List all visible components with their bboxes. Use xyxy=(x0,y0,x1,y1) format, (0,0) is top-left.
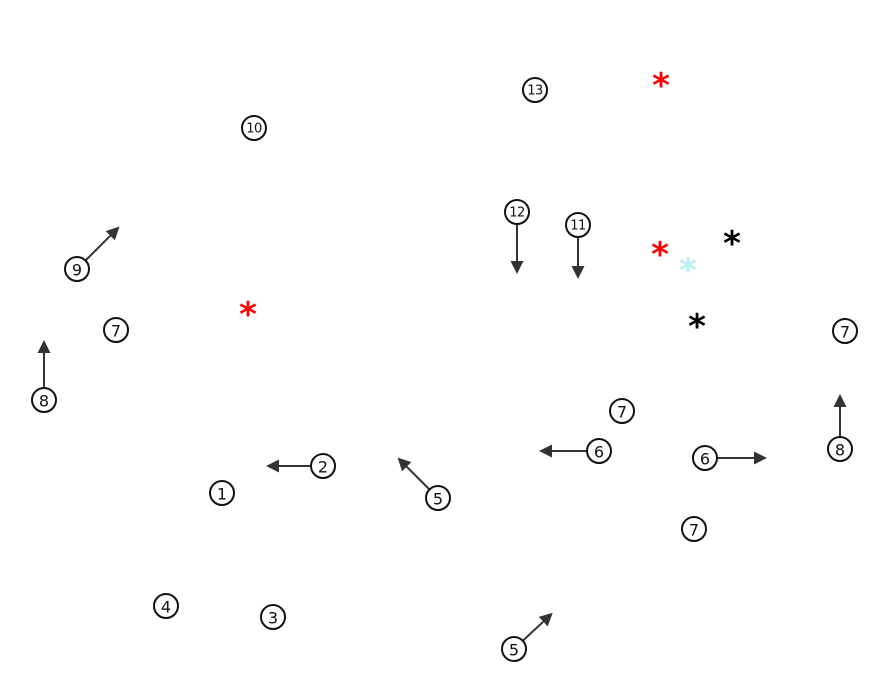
marker-m5b: 5 xyxy=(501,612,553,662)
marker-m13: 13 xyxy=(522,77,548,103)
marker-label: 8 xyxy=(39,392,49,411)
marker-label: 13 xyxy=(527,84,543,99)
arrow-head xyxy=(266,459,279,473)
marker-circle xyxy=(425,485,451,511)
marker-label: 6 xyxy=(700,450,710,469)
arrow-head xyxy=(37,340,51,353)
marker-label: 5 xyxy=(509,641,519,660)
arrow-head xyxy=(754,451,767,465)
marker-m10: 10 xyxy=(241,115,267,141)
marker-m7d: 7 xyxy=(681,516,707,542)
marker-label: 1 xyxy=(217,485,227,504)
marker-label: 2 xyxy=(318,458,328,477)
marker-m11: 11 xyxy=(565,212,591,279)
marker-m8b: 8 xyxy=(827,394,853,462)
marker-label: 9 xyxy=(72,261,82,280)
star-s1: * xyxy=(652,66,670,106)
arrow-head xyxy=(833,394,847,407)
star-s6: * xyxy=(679,251,697,291)
star-s4: * xyxy=(723,224,741,264)
marker-m2: 2 xyxy=(266,453,336,479)
star-s5: * xyxy=(688,307,706,347)
marker-circle xyxy=(504,199,530,225)
arrow-head xyxy=(571,266,585,279)
marker-label: 7 xyxy=(689,521,699,540)
marker-circle xyxy=(501,636,527,662)
arrow-head xyxy=(510,261,524,274)
marker-label: 11 xyxy=(570,219,586,234)
marker-circle xyxy=(103,317,129,343)
arrow-head xyxy=(539,444,552,458)
marker-m9: 9 xyxy=(64,226,120,282)
marker-circle xyxy=(681,516,707,542)
marker-circle xyxy=(609,398,635,424)
star-s3: * xyxy=(239,295,257,335)
arrow-line xyxy=(522,620,544,642)
arrow-head xyxy=(538,612,553,627)
arrow-head xyxy=(105,226,120,241)
marker-m7a: 7 xyxy=(103,317,129,343)
marker-circle xyxy=(153,593,179,619)
marker-label: 12 xyxy=(509,206,525,221)
marker-circle xyxy=(31,387,57,413)
marker-m1: 1 xyxy=(209,480,235,506)
marker-circle xyxy=(310,453,336,479)
marker-label: 5 xyxy=(433,490,443,509)
marker-label: 7 xyxy=(111,322,121,341)
marker-circle xyxy=(827,436,853,462)
marker-label: 4 xyxy=(161,598,171,617)
marker-circle xyxy=(209,480,235,506)
marker-m7c: 7 xyxy=(609,398,635,424)
marker-circle xyxy=(832,318,858,344)
marker-circle xyxy=(260,604,286,630)
marker-circle xyxy=(692,445,718,471)
marker-label: 6 xyxy=(594,443,604,462)
marker-circle xyxy=(565,212,591,238)
marker-circle xyxy=(241,115,267,141)
marker-m8a: 8 xyxy=(31,340,57,413)
arrow-head xyxy=(397,457,412,472)
marker-circle xyxy=(522,77,548,103)
marker-m5a: 5 xyxy=(397,457,451,511)
marker-m12: 12 xyxy=(504,199,530,274)
marker-m7b: 7 xyxy=(832,318,858,344)
arrow-line xyxy=(84,235,111,262)
marker-m4: 4 xyxy=(153,593,179,619)
star-s2: * xyxy=(651,235,669,275)
marker-label: 3 xyxy=(268,609,278,628)
marker-m6b: 6 xyxy=(692,445,767,471)
marker-m6a: 6 xyxy=(539,438,612,464)
marker-label: 8 xyxy=(835,441,845,460)
arrow-line xyxy=(405,465,431,491)
marker-label: 7 xyxy=(840,323,850,342)
marker-label: 10 xyxy=(246,122,262,137)
marker-label: 7 xyxy=(617,403,627,422)
marker-circle xyxy=(64,256,90,282)
marker-m3: 3 xyxy=(260,604,286,630)
marker-circle xyxy=(586,438,612,464)
